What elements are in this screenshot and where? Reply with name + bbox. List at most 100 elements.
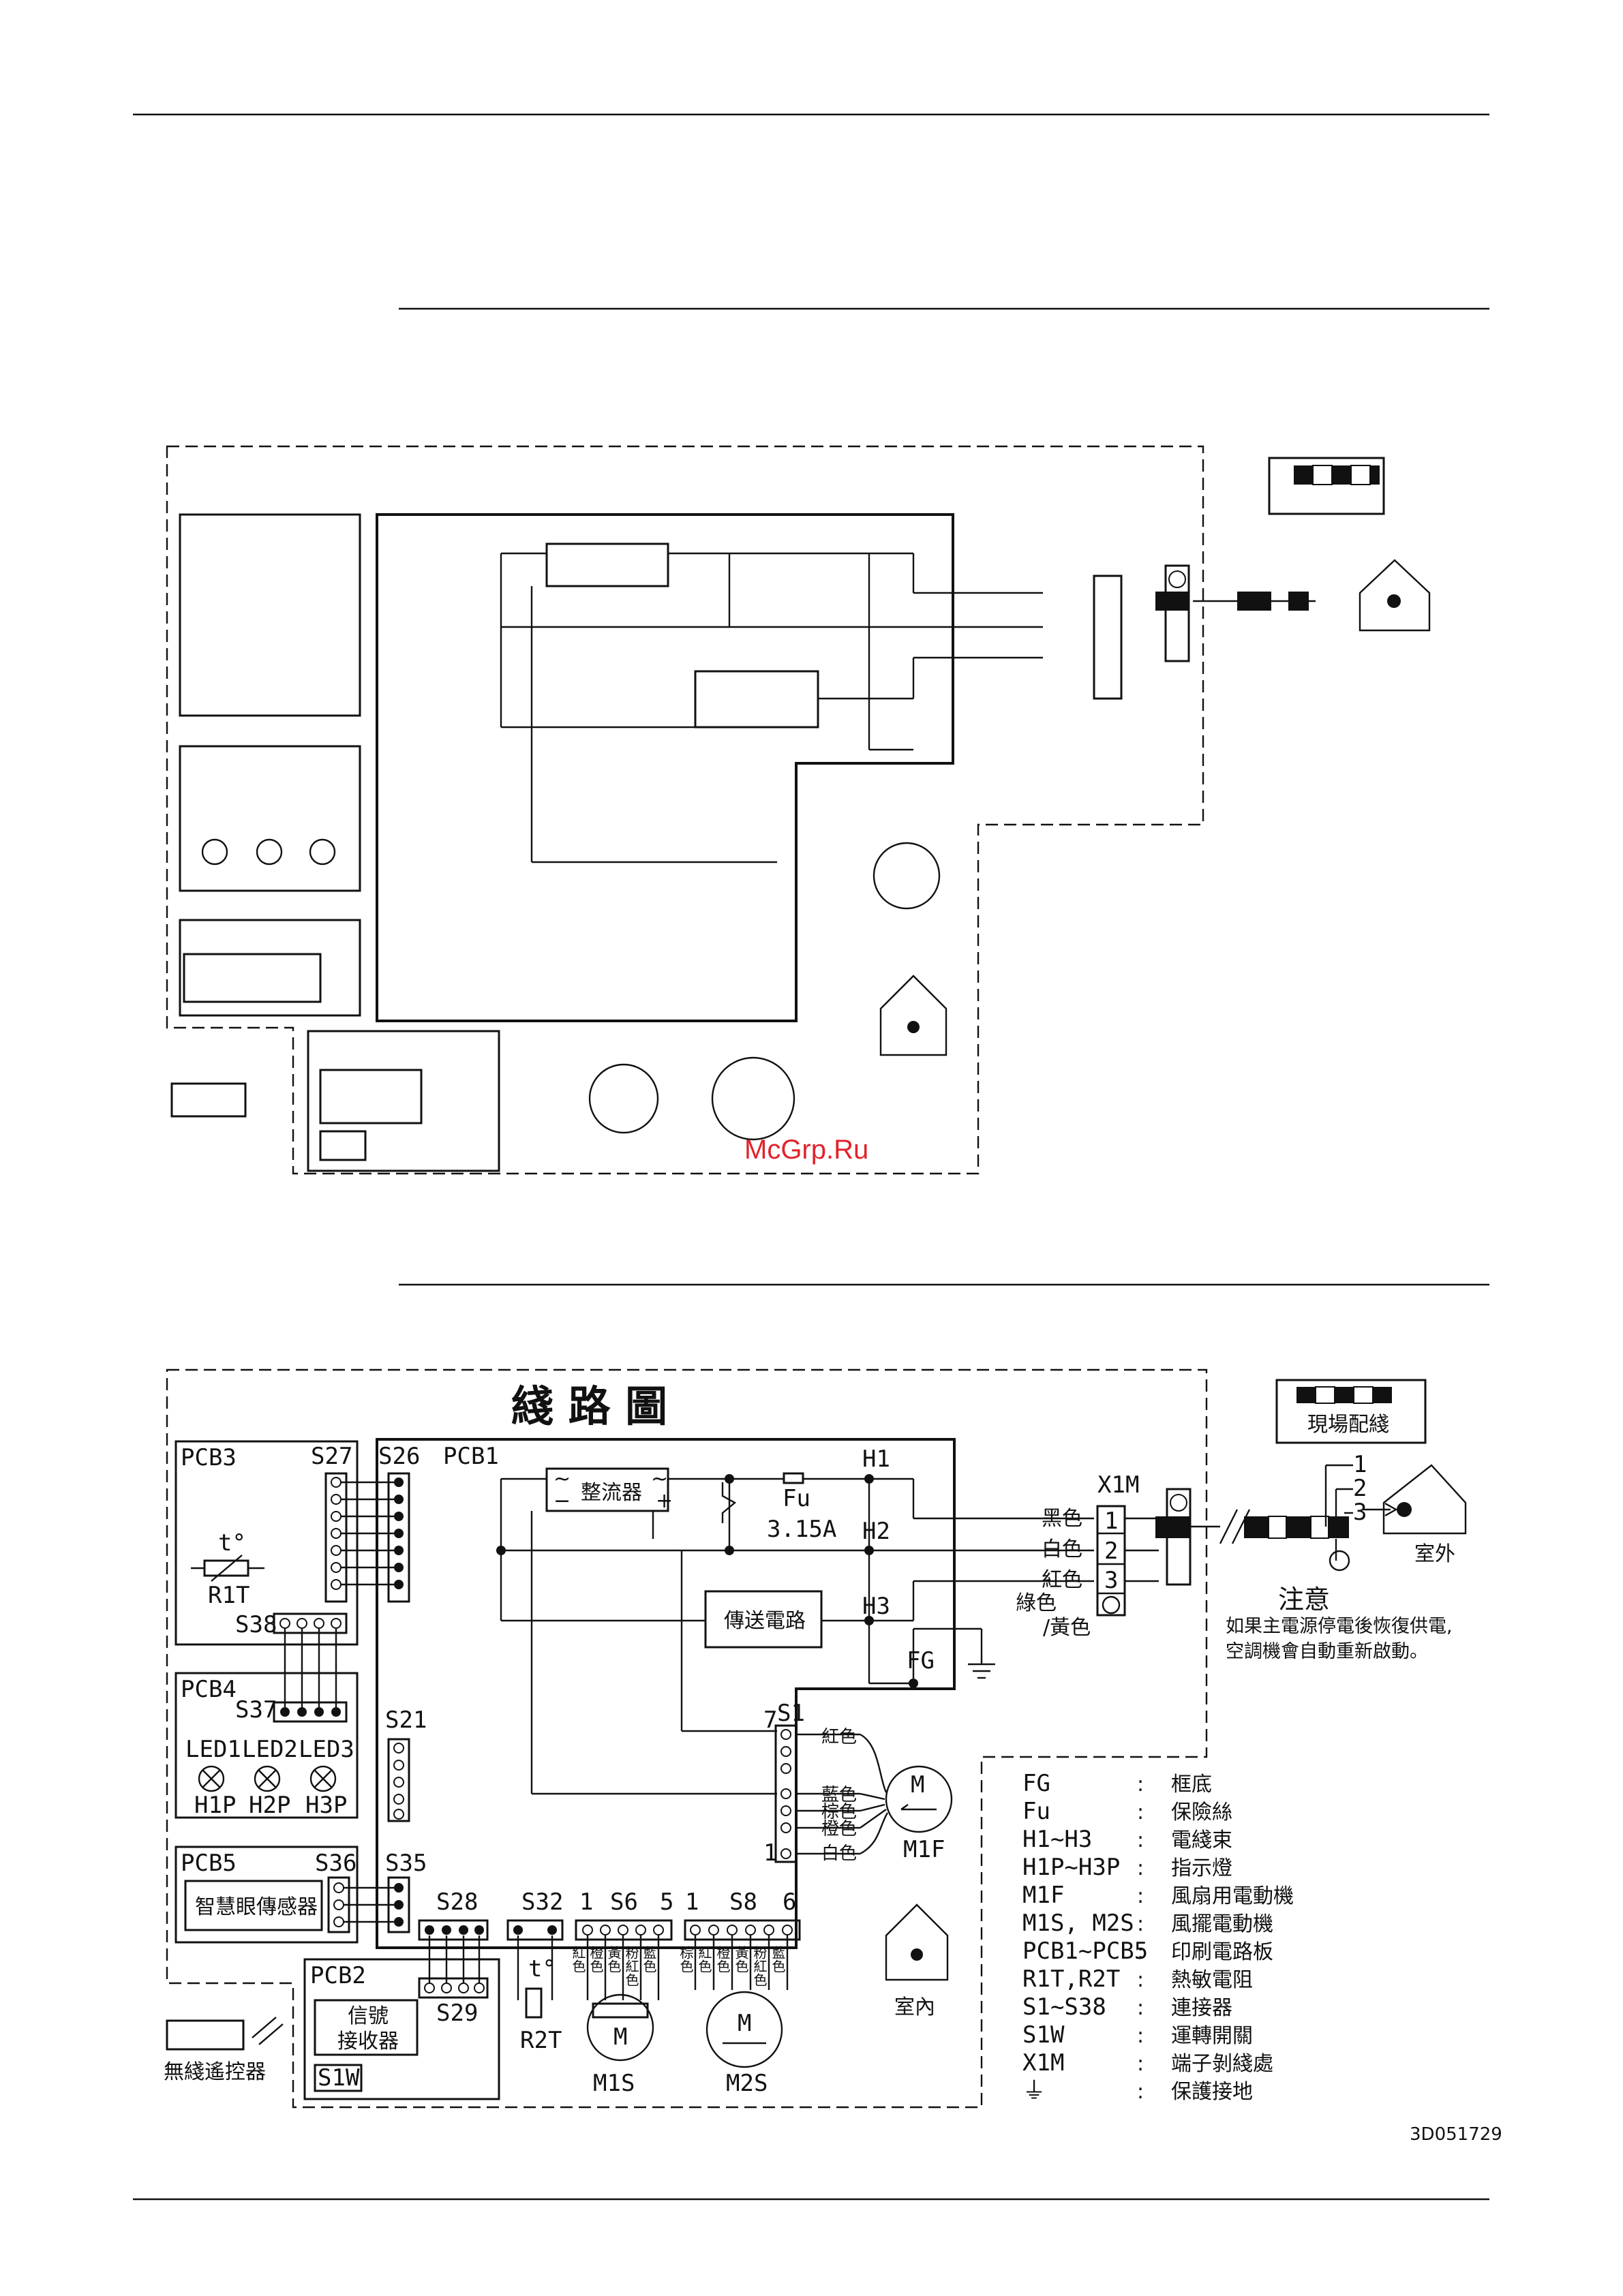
s8-label: S8 <box>729 1888 757 1916</box>
h3-label: H3 <box>862 1593 890 1620</box>
outdoor-terminals <box>1324 1464 1353 1572</box>
s27-label: S27 <box>311 1443 352 1470</box>
m2s-wire-blue: 藍色 <box>770 1946 786 1973</box>
fg-ground-symbol <box>968 1663 995 1679</box>
pcb4-label: PCB4 <box>181 1676 237 1703</box>
x1m-term-1: 1 <box>1104 1507 1118 1535</box>
m1s-wire-red: 紅色 <box>570 1946 586 1973</box>
h1p-label: H1P <box>194 1792 236 1819</box>
labeled-wiring-diagram: 綫 路 圖 現場配綫 PCB3 S27 t° R1T S38 PCB4 <box>164 1368 1467 2109</box>
s27-connector <box>324 1472 348 1603</box>
diagram-title: 綫 路 圖 <box>511 1381 667 1431</box>
pcb3-label: PCB3 <box>181 1444 237 1471</box>
legend-code: M1S, M2S <box>1022 1910 1134 1937</box>
r1t-temp-label: t° <box>218 1529 246 1557</box>
s1w-switch <box>314 2064 363 2092</box>
legend-separator: : <box>1137 2052 1144 2076</box>
remote-box <box>170 1082 247 1118</box>
h1-label: H1 <box>862 1445 890 1473</box>
m1f-label: M1F <box>903 1836 945 1863</box>
s6-wires <box>586 1935 660 2000</box>
legend-description: 框底 <box>1171 1773 1212 1796</box>
rectifier-box <box>545 542 669 587</box>
s38-label: S38 <box>235 1611 277 1638</box>
doc-code: 3D051729 <box>1410 2124 1502 2145</box>
pcb1-board <box>376 1438 956 1949</box>
s1-pins <box>780 1729 791 1859</box>
x1m-wire-white: 白色 <box>1042 1537 1082 1561</box>
legend-description: 運轉開關 <box>1171 2024 1253 2048</box>
m1f-wire-red: 紅色 <box>821 1727 857 1747</box>
s1-pin-7: 7 <box>763 1706 777 1734</box>
outdoor-term-1: 1 <box>1353 1451 1367 1478</box>
s37-label: S37 <box>235 1696 277 1724</box>
field-cable <box>1155 1509 1349 1544</box>
pcb5-label: PCB5 <box>181 1850 237 1877</box>
legend-separator: : <box>1137 1773 1144 1796</box>
m1f-fan-motor <box>885 1765 953 1833</box>
s21-connector <box>387 1738 410 1822</box>
m2s-label: M2S <box>726 2070 768 2097</box>
outdoor-term-2: 2 <box>1353 1475 1367 1502</box>
legend-code: X1M <box>1022 2049 1064 2077</box>
legend-code: H1~H3 <box>1022 1826 1092 1853</box>
s37-connector <box>273 1701 348 1723</box>
s32-label: S32 <box>521 1888 563 1916</box>
s28-pins <box>425 1925 484 1935</box>
m1s-wire-pink: 粉紅色 <box>623 1946 639 1987</box>
r2t-label: R2T <box>520 2027 562 2054</box>
ground-wire-green: 綠色 <box>1016 1591 1057 1615</box>
note-line-1: 如果主電源停電後恢復供電, <box>1226 1616 1453 1637</box>
pcb5-sensor-box <box>183 953 322 1003</box>
pcb1-box <box>376 513 954 1022</box>
field-wiring-label: 現場配綫 <box>1307 1413 1389 1437</box>
legend-separator: : <box>1137 1801 1144 1824</box>
blank-m2s <box>711 1056 795 1141</box>
svg-text:~: ~ <box>651 1467 668 1491</box>
s38-connector <box>273 1612 348 1634</box>
m1s-symbol: M <box>613 2023 627 2051</box>
legend-code: S1~S38 <box>1022 1993 1106 2021</box>
s27-pins <box>331 1477 342 1590</box>
indoor-house-icon-top <box>879 975 947 1056</box>
x1m-wire-red: 紅色 <box>1042 1568 1082 1592</box>
m1s-wire-blue: 藍色 <box>641 1946 657 1973</box>
watermark: McGrp.Ru <box>744 1135 868 1165</box>
pcb4-board <box>175 1672 359 1819</box>
note-title: 注意 <box>1278 1585 1330 1614</box>
field-wiring-legend-symbol <box>1296 1386 1392 1404</box>
legend-separator: : <box>1137 2080 1144 2104</box>
legend-code: H1P~H3P <box>1022 1854 1120 1881</box>
rectifier <box>545 1467 669 1512</box>
m2s-wire-pink: 粉紅色 <box>751 1946 768 1987</box>
s1-pin-1: 1 <box>763 1839 777 1867</box>
h2p-label: H2P <box>249 1792 290 1819</box>
legend-code: ⏚ <box>1022 2077 1046 2104</box>
legend-separator: : <box>1137 1940 1144 1964</box>
s35-label: S35 <box>385 1850 427 1877</box>
signal-receiver-label-1: 信號 <box>348 2004 389 2028</box>
s8-connector <box>684 1919 801 1941</box>
note-line-2: 空調機會自動重新啟動。 <box>1226 1641 1428 1662</box>
pcb1-wiring <box>500 1478 1094 1795</box>
m2s-wire-orange: 橙色 <box>714 1946 731 1973</box>
wireless-remote-label: 無綫遙控器 <box>164 2060 266 2084</box>
svg-text:−: − <box>553 1489 571 1513</box>
transmission-circuit <box>704 1590 823 1649</box>
junction-dots <box>496 1474 918 1688</box>
field-wiring-legend-box <box>1275 1379 1427 1444</box>
s26-label: S26 <box>378 1443 420 1470</box>
led3-label: LED3 <box>299 1736 354 1763</box>
s8-wires <box>694 1935 789 1990</box>
pcb5-board <box>175 1846 359 1944</box>
legend-separator: : <box>1137 1996 1144 2020</box>
m1s-wire-colors: 紅色 橙色 黃色 粉紅色 藍色 <box>570 1946 657 1987</box>
pcb3-board <box>175 1440 359 1646</box>
h3p-label: H3P <box>305 1792 347 1819</box>
legend-description: 電綫束 <box>1171 1828 1232 1852</box>
legend-code: R1T,R2T <box>1022 1965 1120 1993</box>
x1m-term-2: 2 <box>1104 1537 1118 1565</box>
legend-description: 風扇用電動機 <box>1171 1884 1294 1908</box>
transmission-label: 傳送電路 <box>724 1609 806 1633</box>
m2s-swing-motor <box>706 1991 783 2068</box>
